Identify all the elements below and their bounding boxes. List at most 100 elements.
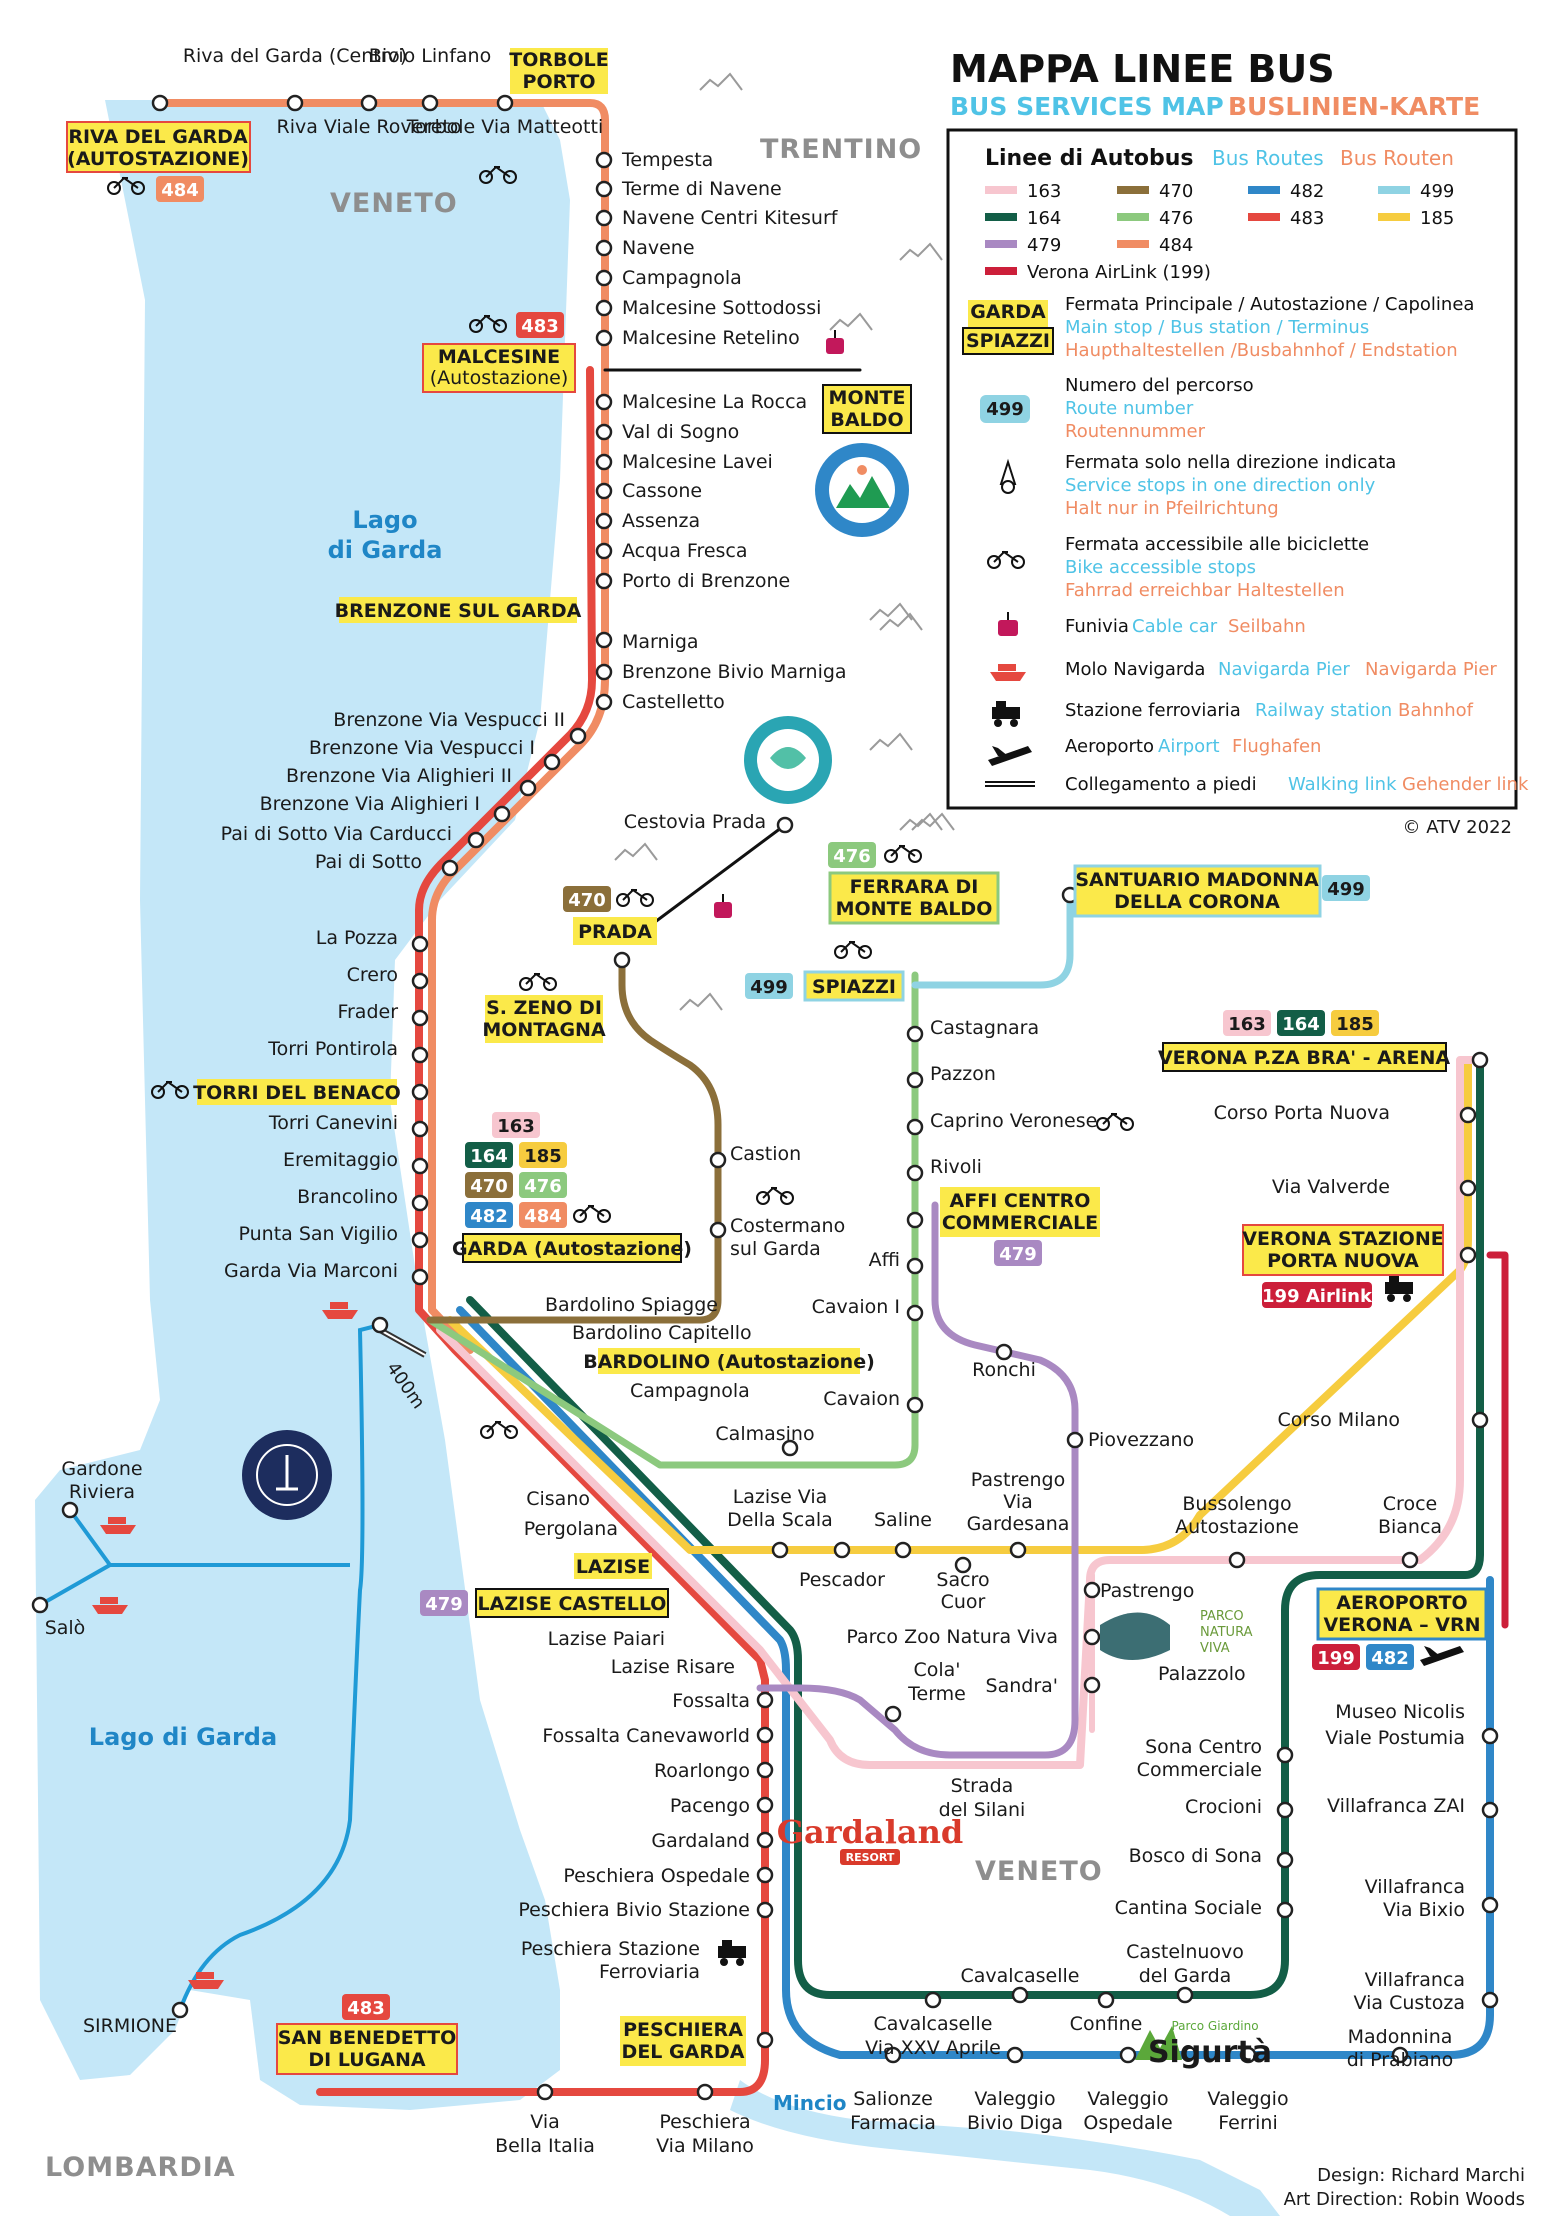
bus-stop-marker[interactable]	[894, 1541, 912, 1559]
bus-stop-marker[interactable]	[371, 1316, 389, 1334]
bus-stop-marker[interactable]	[1066, 1431, 1084, 1449]
bus-stop-marker[interactable]	[493, 805, 511, 823]
bus-stop-marker[interactable]	[595, 423, 613, 441]
bus-stop-marker[interactable]	[709, 1221, 727, 1239]
bus-stop-marker[interactable]	[1097, 1991, 1115, 2009]
bus-stop-marker[interactable]	[31, 1596, 49, 1614]
bus-stop-marker[interactable]	[595, 180, 613, 198]
bus-stop-marker[interactable]	[595, 299, 613, 317]
bus-stop-marker[interactable]	[1481, 1727, 1499, 1745]
bus-stop-marker[interactable]	[1401, 1551, 1419, 1569]
bus-stop-marker[interactable]	[595, 482, 613, 500]
bus-stop-marker[interactable]	[595, 239, 613, 257]
bus-stop-marker[interactable]	[1391, 2046, 1409, 2064]
bus-stop-marker[interactable]	[595, 631, 613, 649]
bus-stop-marker[interactable]	[595, 269, 613, 287]
bus-stop-marker[interactable]	[1011, 1986, 1029, 2004]
bus-stop-marker[interactable]	[756, 1866, 774, 1884]
bus-stop-marker[interactable]	[441, 859, 459, 877]
bus-stop-marker[interactable]	[595, 512, 613, 530]
bus-stop-marker[interactable]	[421, 94, 439, 112]
bus-stop-marker[interactable]	[906, 1164, 924, 1182]
bus-stop-marker[interactable]	[411, 972, 429, 990]
bus-stop-marker[interactable]	[1459, 1246, 1477, 1264]
bus-stop-marker[interactable]	[1481, 1896, 1499, 1914]
bus-stop-marker[interactable]	[756, 1761, 774, 1779]
bus-stop-marker[interactable]	[360, 94, 378, 112]
bus-stop-marker[interactable]	[496, 94, 514, 112]
bus-stop-marker[interactable]	[709, 1151, 727, 1169]
bus-stop-marker[interactable]	[1471, 1051, 1489, 1069]
bus-stop-marker[interactable]	[411, 1083, 429, 1101]
bus-stop-marker[interactable]	[1083, 1676, 1101, 1694]
bus-stop-marker[interactable]	[411, 1231, 429, 1249]
bus-stop-marker[interactable]	[595, 209, 613, 227]
bus-stop-marker[interactable]	[1228, 1551, 1246, 1569]
bus-stop-marker[interactable]	[1176, 1986, 1194, 2004]
bus-stop-marker[interactable]	[595, 572, 613, 590]
bus-stop-marker[interactable]	[906, 1071, 924, 1089]
bus-stop-marker[interactable]	[569, 727, 587, 745]
bus-stop-marker[interactable]	[776, 816, 794, 834]
bus-stop-marker[interactable]	[884, 2046, 902, 2064]
bus-stop-marker[interactable]	[1459, 1179, 1477, 1197]
bus-stop-marker[interactable]	[151, 94, 169, 112]
bus-stop-marker[interactable]	[171, 2001, 189, 2019]
bus-stop-marker[interactable]	[595, 663, 613, 681]
bus-stop-marker[interactable]	[1276, 1746, 1294, 1764]
bus-stop-marker[interactable]	[1276, 1851, 1294, 1869]
bus-stop-marker[interactable]	[924, 1991, 942, 2009]
bus-stop-marker[interactable]	[756, 1691, 774, 1709]
bus-stop-marker[interactable]	[906, 1118, 924, 1136]
bus-stop-marker[interactable]	[1006, 2046, 1024, 2064]
bus-stop-marker[interactable]	[696, 2083, 714, 2101]
bus-stop-marker[interactable]	[771, 1541, 789, 1559]
bus-stop-marker[interactable]	[411, 1157, 429, 1175]
bus-stop-marker[interactable]	[286, 94, 304, 112]
bus-stop-marker[interactable]	[595, 693, 613, 711]
bus-stop-marker[interactable]	[411, 1194, 429, 1212]
bus-stop-marker[interactable]	[411, 1009, 429, 1027]
bus-stop-marker[interactable]	[613, 951, 631, 969]
bus-stop-marker[interactable]	[1083, 1628, 1101, 1646]
bus-stop-marker[interactable]	[781, 1439, 799, 1457]
bus-stop-marker[interactable]	[756, 1796, 774, 1814]
bus-stop-marker[interactable]	[756, 1901, 774, 1919]
bus-stop-marker[interactable]	[543, 753, 561, 771]
bus-stop-marker[interactable]	[61, 1501, 79, 1519]
bus-stop-marker[interactable]	[833, 1541, 851, 1559]
bus-stop-marker[interactable]	[1276, 1901, 1294, 1919]
bus-stop-marker[interactable]	[411, 1046, 429, 1064]
bus-stop-marker[interactable]	[995, 1343, 1013, 1361]
bus-stop-marker[interactable]	[595, 453, 613, 471]
bus-stop-marker[interactable]	[1481, 1991, 1499, 2009]
bus-stop-marker[interactable]	[1471, 1411, 1489, 1429]
bus-stop-marker[interactable]	[536, 2083, 554, 2101]
bus-stop-marker[interactable]	[906, 1396, 924, 1414]
bus-stop-marker[interactable]	[906, 1304, 924, 1322]
stop-markers[interactable]	[31, 94, 1499, 2101]
bus-stop-marker[interactable]	[467, 831, 485, 849]
bus-stop-marker[interactable]	[1009, 1541, 1027, 1559]
bus-stop-marker[interactable]	[756, 1831, 774, 1849]
bus-stop-marker[interactable]	[595, 393, 613, 411]
bus-stop-marker[interactable]	[756, 1726, 774, 1744]
bus-stop-marker[interactable]	[595, 329, 613, 347]
bus-stop-marker[interactable]	[411, 1120, 429, 1138]
bus-stop-marker[interactable]	[906, 1257, 924, 1275]
bus-stop-marker[interactable]	[595, 542, 613, 560]
bus-stop-marker[interactable]	[1239, 2046, 1257, 2064]
bus-stop-marker[interactable]	[884, 1705, 902, 1723]
bus-stop-marker[interactable]	[595, 151, 613, 169]
bus-stop-marker[interactable]	[519, 779, 537, 797]
bus-stop-marker[interactable]	[906, 1211, 924, 1229]
bus-stop-marker[interactable]	[1459, 1106, 1477, 1124]
bus-stop-marker[interactable]	[756, 2031, 774, 2049]
main-stops[interactable]: RIVA DEL GARDA(AUTOSTAZIONE) TORBOLEPORT…	[66, 48, 1488, 2075]
bus-stop-marker[interactable]	[1481, 1801, 1499, 1819]
bus-stop-marker[interactable]	[906, 1025, 924, 1043]
bus-stop-marker[interactable]	[1119, 2046, 1137, 2064]
bus-stop-marker[interactable]	[411, 935, 429, 953]
bus-stop-marker[interactable]	[954, 1556, 972, 1574]
bus-stop-marker[interactable]	[411, 1268, 429, 1286]
